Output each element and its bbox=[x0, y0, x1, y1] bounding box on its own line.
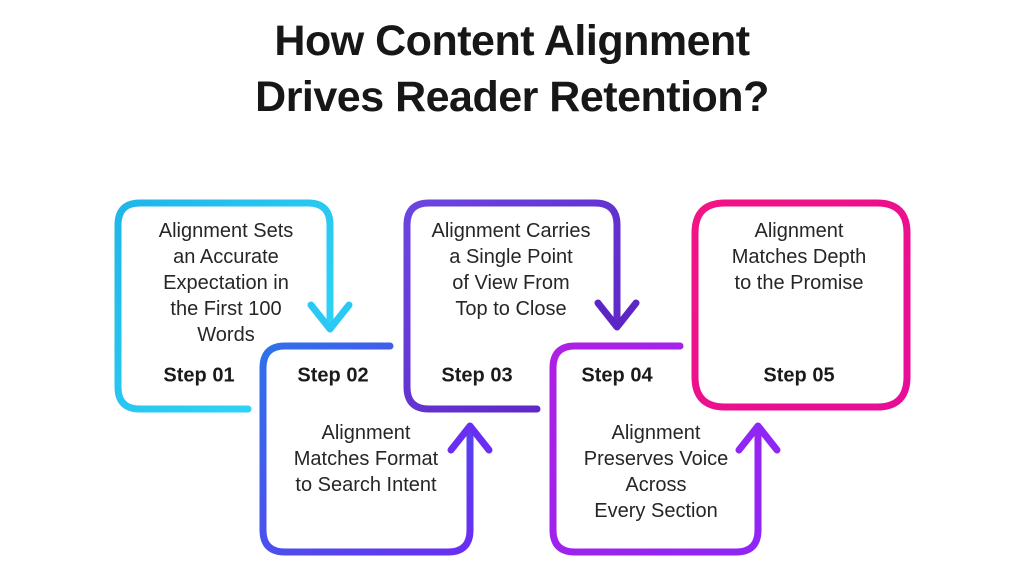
title-line-1: How Content Alignment bbox=[274, 17, 750, 65]
title-line-2: Drives Reader Retention? bbox=[255, 73, 769, 121]
step-04-outline bbox=[549, 342, 762, 556]
step-02-description: Alignment Matches Format to Search Inten… bbox=[294, 420, 438, 498]
text-line: Words bbox=[197, 324, 255, 346]
text-line: Alignment bbox=[611, 422, 701, 444]
step-03-outline bbox=[403, 199, 621, 413]
step-02-outline bbox=[259, 342, 474, 556]
text-line: Across bbox=[625, 474, 687, 496]
text-line: Every Section bbox=[594, 500, 718, 522]
text-line: Expectation in bbox=[163, 272, 289, 294]
step-01-description: Alignment Sets an Accurate Expectation i… bbox=[159, 218, 294, 348]
step-04-description: Alignment Preserves Voice Across Every S… bbox=[584, 420, 729, 524]
step-05-outline bbox=[691, 199, 911, 411]
text-line: Alignment Carries bbox=[431, 220, 591, 242]
step-04-label: Step 04 bbox=[581, 364, 653, 387]
text-line: to the Promise bbox=[734, 272, 864, 294]
step-01-label: Step 01 bbox=[163, 364, 235, 387]
step-03-arrow-down-icon bbox=[594, 299, 640, 331]
step-01-arrow-down-icon bbox=[307, 301, 353, 333]
step-02-label: Step 02 bbox=[297, 364, 369, 387]
step-02-arrow-up-icon bbox=[447, 422, 493, 454]
text-line: Alignment Sets bbox=[158, 220, 294, 242]
text-line: the First 100 bbox=[170, 298, 282, 320]
step-04-arrow-up-icon bbox=[735, 422, 781, 454]
text-line: of View From bbox=[452, 272, 570, 294]
step-01-outline bbox=[114, 199, 334, 413]
text-line: an Accurate bbox=[173, 246, 279, 268]
text-line: Preserves Voice bbox=[583, 448, 729, 470]
text-line: Top to Close bbox=[455, 298, 567, 320]
step-03-description: Alignment Carries a Single Point of View… bbox=[432, 218, 591, 322]
text-line: a Single Point bbox=[449, 246, 573, 268]
text-line: Matches Depth bbox=[731, 246, 867, 268]
text-line: to Search Intent bbox=[295, 474, 437, 496]
step-03-label: Step 03 bbox=[441, 364, 513, 387]
text-line: Matches Format bbox=[293, 448, 439, 470]
text-line: Alignment bbox=[321, 422, 411, 444]
step-05-label: Step 05 bbox=[763, 364, 835, 387]
infographic-title: How Content Alignment Drives Reader Rete… bbox=[0, 13, 1024, 125]
text-line: Alignment bbox=[754, 220, 844, 242]
step-05-description: Alignment Matches Depth to the Promise bbox=[732, 218, 867, 296]
